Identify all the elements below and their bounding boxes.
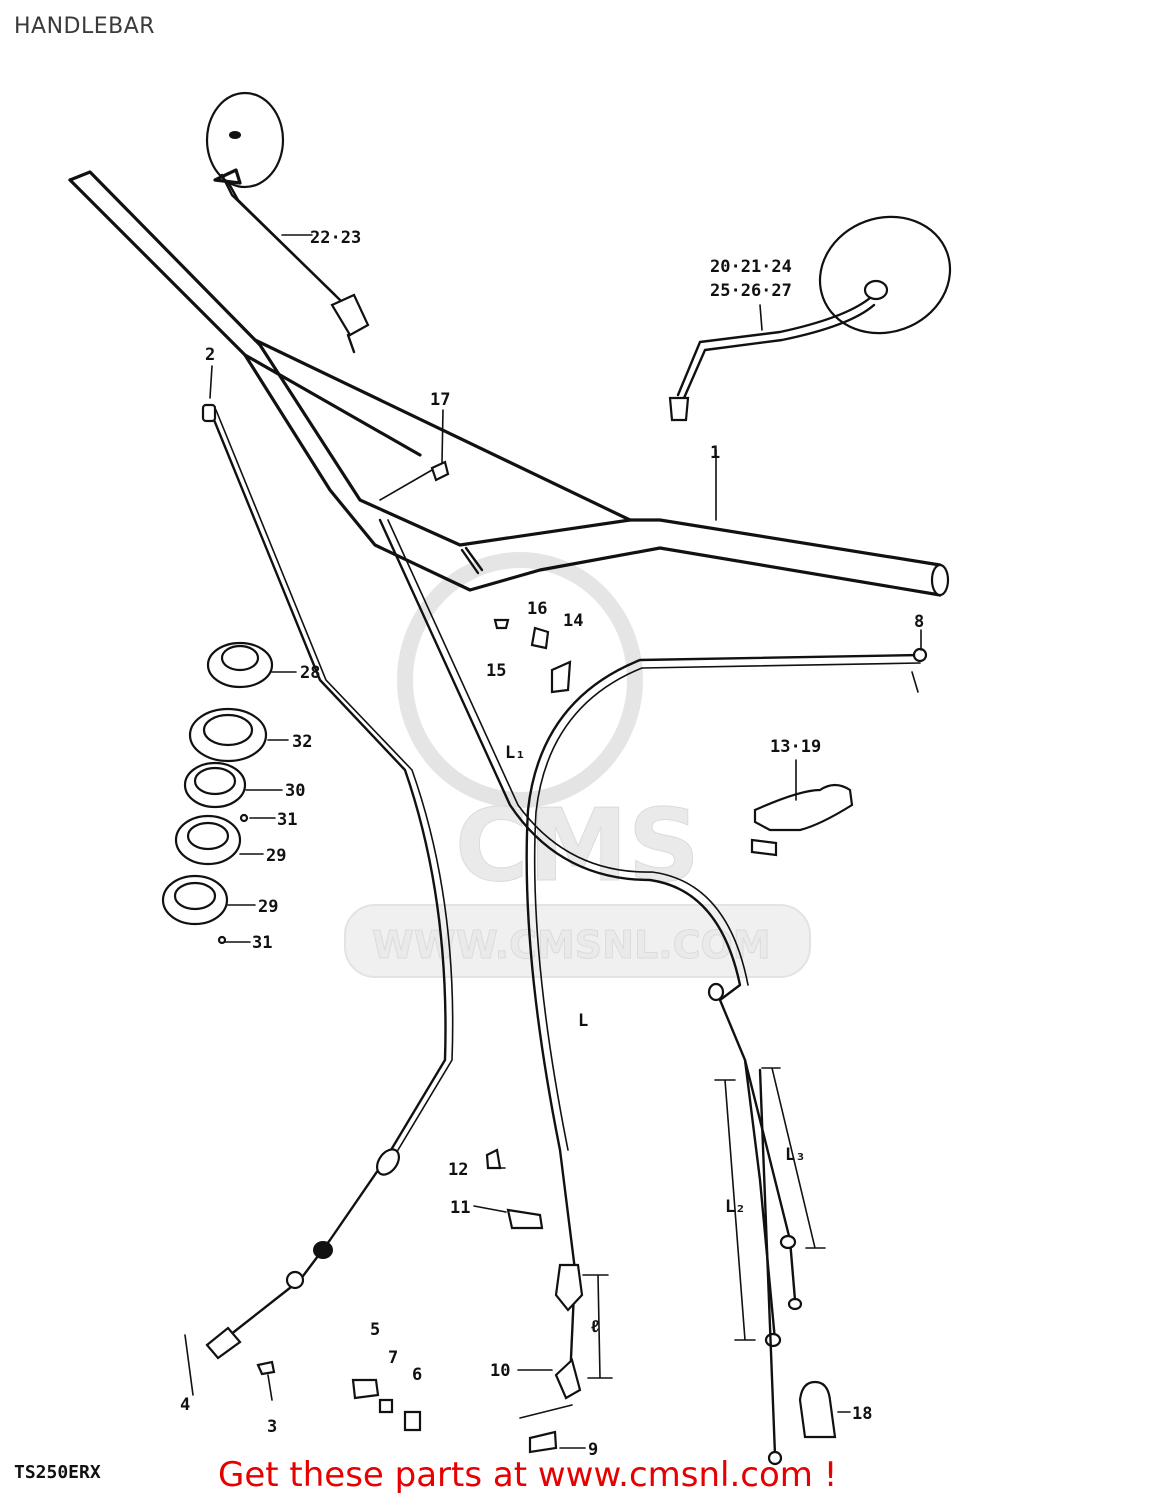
callout-8: 8 — [914, 612, 924, 632]
callout-7: 7 — [388, 1348, 398, 1368]
callout-17: 17 — [430, 390, 450, 410]
watermark-brand: CMS — [455, 787, 700, 904]
dimension-markers — [582, 671, 919, 1379]
callout-22-23: 22·23 — [310, 228, 361, 248]
left-mirror — [205, 91, 370, 354]
callout-18: 18 — [852, 1404, 872, 1424]
watermark: CMS WWW.CMSNL.COM — [344, 552, 811, 978]
model-code: TS250ERX — [14, 1462, 101, 1483]
callout-14: 14 — [563, 611, 583, 631]
page-title: HANDLEBAR — [14, 14, 156, 39]
callout-15: 15 — [486, 661, 506, 681]
callout-2: 2 — [205, 345, 215, 365]
dim-L: L — [578, 1011, 588, 1031]
callout-11: 11 — [450, 1198, 470, 1218]
watermark-url-band — [344, 904, 811, 978]
handlebar — [68, 170, 950, 597]
switch-housing-stack — [161, 641, 274, 945]
dim-l: ℓ — [590, 1317, 600, 1337]
brake-cable — [525, 647, 928, 1400]
dim-L3: L₃ — [785, 1145, 805, 1165]
callout-9: 9 — [588, 1440, 598, 1460]
callout-25-26-27: 25·26·27 — [710, 281, 792, 301]
callout-1: 1 — [710, 443, 720, 463]
callout-6: 6 — [412, 1365, 422, 1385]
callout-28: 28 — [300, 663, 320, 683]
callout-10: 10 — [490, 1361, 510, 1381]
callout-4: 4 — [180, 1395, 190, 1415]
callout-3: 3 — [267, 1417, 277, 1437]
callout-13-19: 13·19 — [770, 737, 821, 757]
right-mirror — [668, 215, 952, 422]
leader-lines — [209, 234, 922, 1449]
callout-29-a: 29 — [266, 846, 286, 866]
clutch-cable — [201, 403, 454, 1360]
watermark-url: WWW.CMSNL.COM — [372, 923, 771, 967]
callout-12: 12 — [448, 1160, 468, 1180]
callout-20-21-24: 20·21·24 — [710, 257, 792, 277]
callout-30: 30 — [285, 781, 305, 801]
lower-right-cable — [758, 1068, 783, 1466]
callout-16: 16 — [527, 599, 547, 619]
promo-link[interactable]: Get these parts at www.cmsnl.com ! — [218, 1455, 838, 1495]
callout-31-b: 31 — [252, 933, 272, 953]
dim-L1: L₁ — [505, 743, 525, 763]
dim-L2: L₂ — [725, 1197, 745, 1217]
callout-5: 5 — [370, 1320, 380, 1340]
callout-29-b: 29 — [258, 897, 278, 917]
callout-32: 32 — [292, 732, 312, 752]
watermark-mascot — [397, 552, 643, 808]
callout-labels: 22·23 20·21·24 25·26·27 2 17 1 16 14 15 … — [180, 228, 924, 1460]
callout-31-a: 31 — [277, 810, 297, 830]
